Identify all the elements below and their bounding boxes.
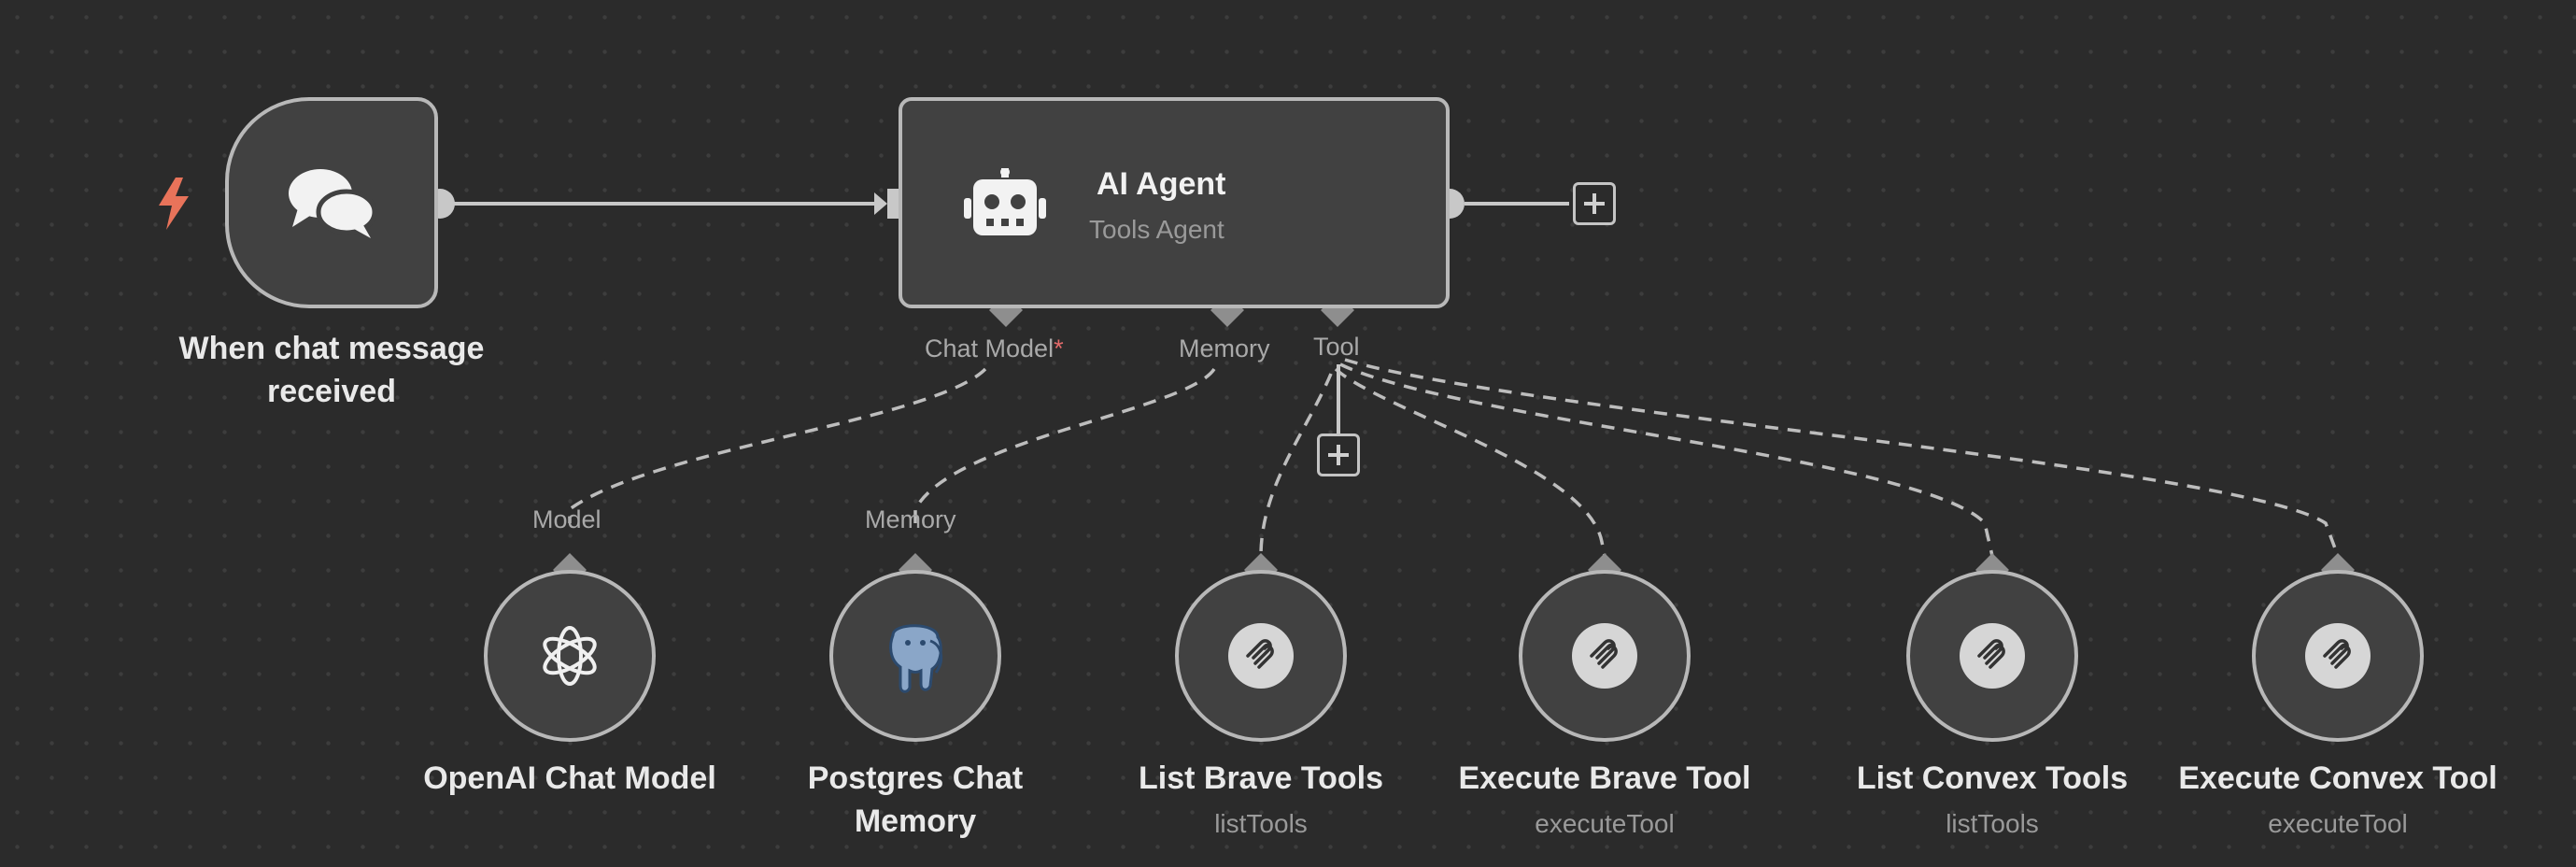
mcp-tool-icon: [1960, 623, 2025, 689]
agent-input-port[interactable]: [887, 189, 899, 219]
required-marker: *: [1054, 334, 1064, 362]
mcp-tool-icon: [1228, 623, 1294, 689]
trigger-node-label: When chat message received: [140, 327, 523, 413]
ai-agent-subtitle: Tools Agent: [1089, 215, 1224, 244]
list-brave-tools-operation: listTools: [1214, 809, 1308, 838]
list-convex-tools-label: List Convex Tools: [1856, 760, 2129, 796]
openai-chat-model-label: OpenAI Chat Model: [383, 757, 757, 800]
port-label-chat-model: Chat Model*: [925, 334, 1064, 363]
add-tool-button[interactable]: [1317, 434, 1360, 476]
port-label-chat-model-text: Chat Model: [925, 334, 1054, 362]
openai-chat-model-node[interactable]: [484, 570, 656, 742]
plus-icon: [1584, 193, 1605, 214]
connection-memory: [913, 367, 1216, 523]
connection-execute-brave: [1334, 367, 1606, 557]
postgres-label-line1: Postgres Chat: [807, 760, 1024, 796]
lightning-bolt-icon: [159, 178, 189, 230]
postgres-label-line2: Memory: [854, 803, 977, 839]
add-node-after-agent-button[interactable]: [1573, 182, 1616, 225]
list-brave-tools-label: List Brave Tools: [1139, 760, 1383, 796]
sub-port-label-memory: Memory: [865, 505, 956, 533]
trigger-label-line2: received: [267, 374, 396, 409]
postgres-chat-memory-label: Postgres Chat Memory: [729, 757, 1102, 843]
chat-bubbles-icon: [289, 169, 377, 238]
robot-icon: [964, 168, 1046, 235]
connection-list-convex: [1339, 362, 1994, 557]
connection-execute-convex: [1344, 358, 2340, 557]
connection-arrowhead: [874, 192, 887, 215]
openai-icon: [543, 626, 597, 686]
ai-agent-node[interactable]: AI Agent Tools Agent: [899, 97, 1450, 308]
connection-list-brave: [1259, 373, 1333, 557]
postgres-chat-memory-node[interactable]: [829, 570, 1001, 742]
execute-convex-tool-operation: executeTool: [2268, 809, 2408, 838]
openai-label-line1: OpenAI Chat Model: [423, 760, 716, 796]
sub-port-label-model: Model: [532, 505, 602, 533]
port-label-tool: Tool: [1313, 333, 1360, 361]
execute-convex-tool-label: Execute Convex Tool: [2178, 760, 2498, 796]
list-convex-tools-operation: listTools: [1946, 809, 2039, 838]
connection-chat-model: [568, 367, 987, 523]
trigger-label-line1: When chat message: [178, 331, 485, 366]
trigger-node-chat[interactable]: [225, 97, 438, 308]
mcp-tool-icon: [2305, 623, 2371, 689]
execute-brave-tool-label: Execute Brave Tool: [1458, 760, 1751, 796]
execute-brave-tool-node[interactable]: [1519, 570, 1691, 742]
execute-convex-tool-node[interactable]: [2252, 570, 2424, 742]
postgres-elephant-icon: [889, 624, 943, 693]
mcp-tool-icon: [1572, 623, 1637, 689]
port-label-memory: Memory: [1179, 334, 1270, 362]
list-convex-tools-node[interactable]: [1906, 570, 2078, 742]
execute-brave-tool-operation: executeTool: [1535, 809, 1675, 838]
list-brave-tools-node[interactable]: [1175, 570, 1347, 742]
ai-agent-title: AI Agent: [1097, 166, 1226, 202]
plus-icon: [1328, 445, 1349, 465]
